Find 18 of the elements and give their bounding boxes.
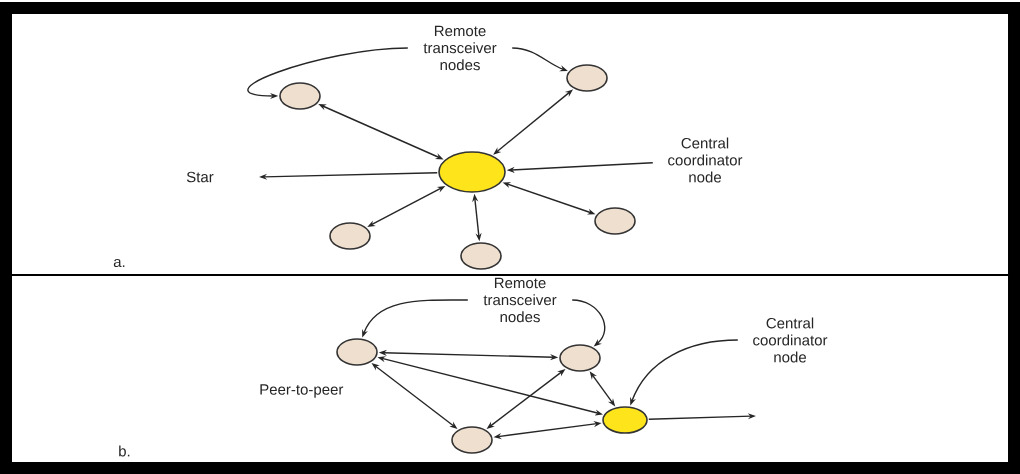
callout-text: Remote transceiver nodes [483,277,557,323]
callout-text: Central coordinator node [753,317,828,363]
coordinator-node [602,406,648,434]
label: Star [186,171,214,183]
transceiver-node [594,207,636,235]
callout-text: Remote transceiver nodes [423,25,497,71]
transceiver-node [279,82,321,110]
label: a. [113,258,125,268]
transceiver-node [336,338,378,366]
transceiver-node [460,242,502,270]
transceiver-node [451,426,493,454]
label: b. [119,445,130,457]
transceiver-node [329,222,371,250]
coordinator-node [438,151,506,193]
transceiver-node [559,344,601,372]
transceiver-node [566,64,608,92]
callout-text: Central coordinator node [668,137,743,183]
label: Peer-to-peer [260,384,344,398]
